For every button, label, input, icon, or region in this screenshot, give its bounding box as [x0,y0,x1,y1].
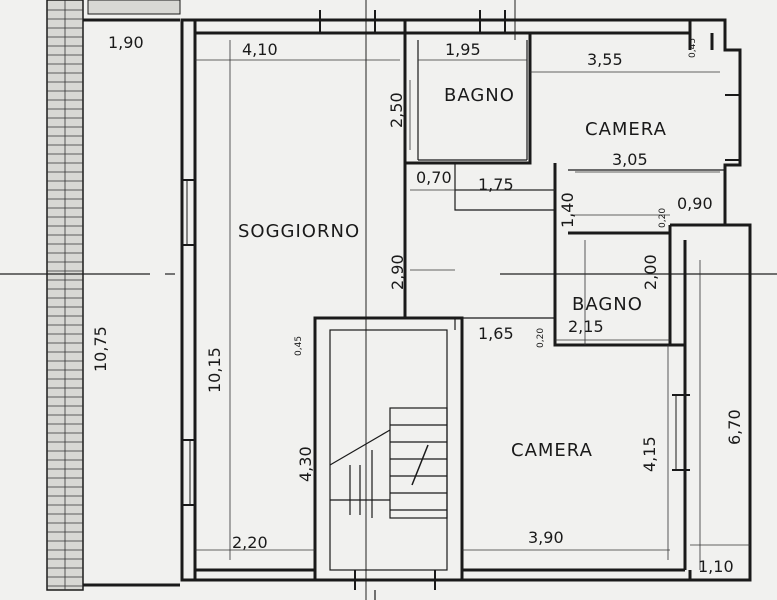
dimension-lines [195,40,750,570]
note-045-left: 0,45 [294,336,304,356]
outer-walls [180,18,752,582]
staircase [329,407,448,519]
room-bagno-mid: BAGNO [572,294,643,315]
dim-0-90: 0,90 [677,194,713,213]
dim-1-75: 1,75 [478,175,514,194]
note-020-b: 0,20 [536,328,546,348]
dim-1-90: 1,90 [108,33,144,52]
dim-1-65: 1,65 [478,324,514,343]
dim-10-75: 10,75 [91,326,110,372]
dim-2-90: 2,90 [388,254,407,290]
dim-2-50: 2,50 [387,92,406,128]
dim-4-30: 4,30 [296,446,315,482]
dim-0-70: 0,70 [416,168,452,187]
dim-2-20: 2,20 [232,533,268,552]
dim-3-55: 3,55 [587,50,623,69]
room-camera-bottom: CAMERA [511,440,593,461]
dim-3-90: 3,90 [528,528,564,547]
window-marks [182,10,740,600]
dim-4-10: 4,10 [242,40,278,59]
dim-2-15: 2,15 [568,317,604,336]
dim-1-10: 1,10 [698,557,734,576]
note-020-a: 0,20 [658,208,668,228]
room-camera-top: CAMERA [585,119,667,140]
balcony-hatch [46,0,181,591]
dim-2-00: 2,00 [641,254,660,290]
room-bagno-top: BAGNO [444,85,515,106]
dim-6-70: 6,70 [725,409,744,445]
dim-4-15: 4,15 [640,436,659,472]
dim-1-40: 1,40 [558,192,577,228]
dim-1-95: 1,95 [445,40,481,59]
interior-walls [313,31,725,582]
dim-10-15: 10,15 [205,347,224,393]
note-045-top: 0,45 [688,38,698,58]
dim-3-05: 3,05 [612,150,648,169]
room-soggiorno: SOGGIORNO [238,221,360,242]
